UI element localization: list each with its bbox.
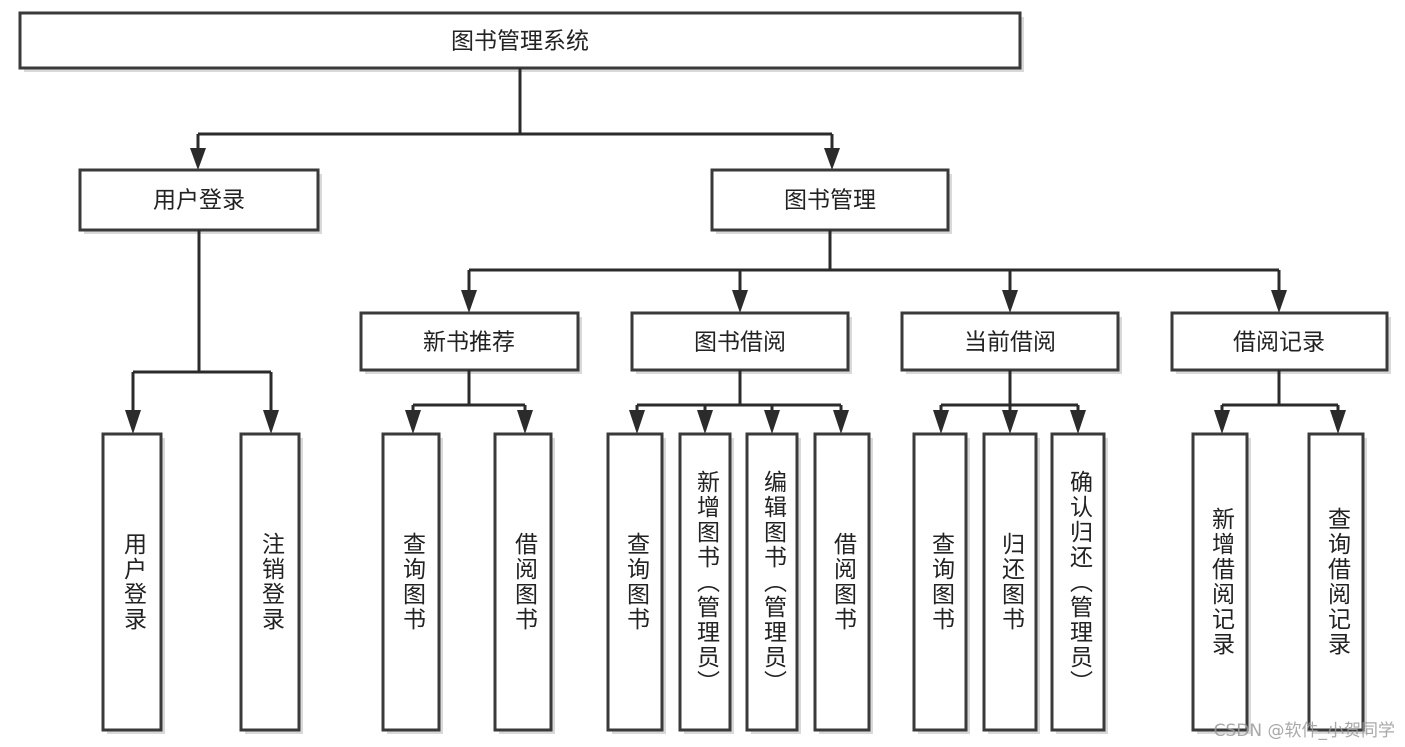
leaf-boxes <box>101 432 1367 734</box>
node-new-book-recommend-label: 新书推荐 <box>423 330 515 356</box>
node-book-management-label: 图书管理 <box>784 188 876 214</box>
node-user-login-box[interactable] <box>78 168 320 232</box>
connector-new-book-to-leaves <box>405 370 533 434</box>
leaf-current-confirm-box[interactable] <box>1050 432 1106 732</box>
leaf-record-query-box[interactable] <box>1307 432 1365 732</box>
node-root-box[interactable] <box>18 11 1022 70</box>
node-borrow-record[interactable]: 借阅记录 <box>1170 311 1391 374</box>
csdn-watermark: CSDN @软件_小贺同学 <box>1213 721 1395 741</box>
connector-book-management-to-level3 <box>461 230 1287 313</box>
node-book-borrow-label: 图书借阅 <box>694 330 786 356</box>
node-book-borrow[interactable]: 图书借阅 <box>630 311 852 374</box>
node-user-login-label: 用户登录 <box>153 188 245 214</box>
connector-root-to-level2 <box>190 68 840 170</box>
node-current-borrow-box[interactable] <box>900 311 1120 372</box>
connector-user-login-to-leaves <box>125 230 279 434</box>
leaf-borrow-add-box[interactable] <box>678 432 732 732</box>
leaf-newbook-borrow-box[interactable] <box>493 432 553 732</box>
node-user-login[interactable]: 用户登录 <box>78 168 322 234</box>
connector-borrow-record-to-leaves <box>1214 370 1346 434</box>
node-root[interactable]: 图书管理系统 <box>18 11 1024 72</box>
node-new-book-recommend[interactable]: 新书推荐 <box>359 311 582 374</box>
leaf-newbook-query-box[interactable] <box>381 432 441 732</box>
node-current-borrow[interactable]: 当前借阅 <box>900 311 1122 374</box>
leaf-borrow-edit-box[interactable] <box>745 432 799 732</box>
leaf-record-add-box[interactable] <box>1191 432 1249 732</box>
node-root-label: 图书管理系统 <box>451 29 589 55</box>
leaf-borrow-query-box[interactable] <box>606 432 664 732</box>
connector-book-borrow-to-leaves <box>629 370 849 434</box>
leaf-borrow-lend-box[interactable] <box>813 432 871 732</box>
node-borrow-record-label: 借阅记录 <box>1233 330 1325 356</box>
leaf-current-return-box[interactable] <box>982 432 1038 732</box>
leaf-logout-box[interactable] <box>239 432 301 732</box>
connector-current-borrow-to-leaves <box>933 370 1086 434</box>
leaf-current-query-box[interactable] <box>912 432 968 732</box>
leaf-user-login-box[interactable] <box>101 432 163 732</box>
node-book-management[interactable]: 图书管理 <box>710 168 952 234</box>
node-new-book-recommend-box[interactable] <box>359 311 580 372</box>
node-borrow-record-box[interactable] <box>1170 311 1389 372</box>
node-current-borrow-label: 当前借阅 <box>964 330 1056 356</box>
